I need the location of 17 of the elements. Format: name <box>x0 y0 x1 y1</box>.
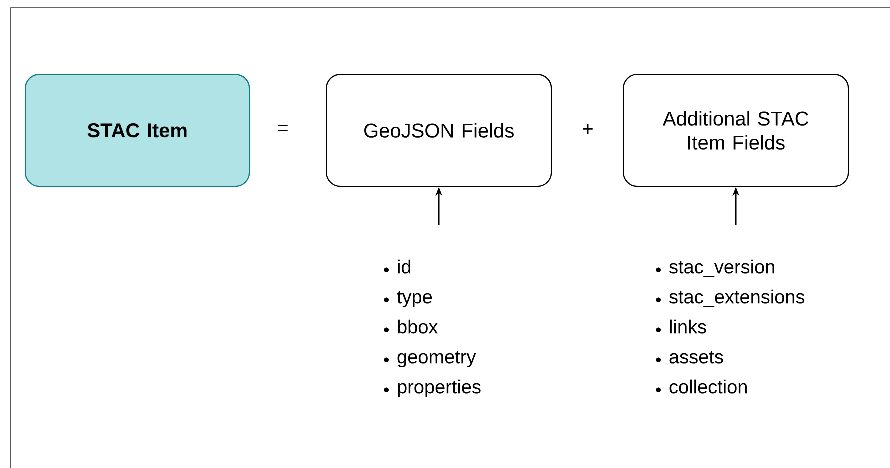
node-label: stac_extensions <box>670 290 805 308</box>
operator-sign: = <box>278 125 288 132</box>
bullet-list: stac_version stac_extensions links assets collection <box>656 260 805 394</box>
node-label: collection <box>670 380 747 394</box>
node-label: assets <box>670 351 724 364</box>
process-box: Additional STAC Item Fields <box>623 74 850 188</box>
node-label: bbox <box>398 320 438 334</box>
node-label: properties <box>398 380 481 398</box>
node-label: type <box>397 291 432 308</box>
node-label: id <box>398 260 411 274</box>
bullet-list: id type bbox geometry properties <box>384 260 481 398</box>
operator-sign: + <box>583 124 593 134</box>
process-box: GeoJSON Fields <box>326 74 552 188</box>
highlighted-box: STAC Item <box>25 74 250 188</box>
node-label: links <box>670 320 706 334</box>
node-label: stac_version <box>670 260 774 278</box>
node-label: geometry <box>398 351 476 368</box>
